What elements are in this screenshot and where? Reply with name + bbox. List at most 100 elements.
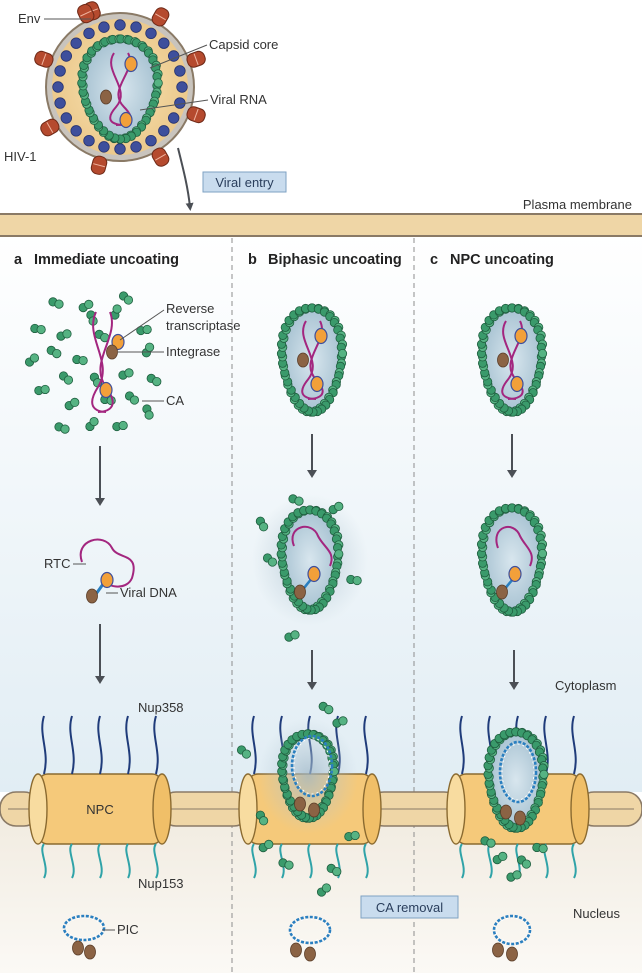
integrase	[106, 344, 118, 360]
reverse-transcriptase	[124, 55, 138, 73]
integrase	[304, 946, 316, 962]
nup358-filament	[251, 715, 257, 775]
panel-b-title: Biphasic uncoating	[268, 252, 402, 268]
nup358-filament	[41, 715, 47, 775]
matrix-protein	[145, 27, 157, 40]
matrix-protein	[83, 134, 95, 147]
capsid-c	[476, 303, 548, 417]
reverse-transcriptase	[119, 111, 133, 129]
nup153-filament	[41, 843, 47, 879]
capsid-core-leader	[149, 44, 208, 69]
arrow-b-1-head	[307, 470, 317, 478]
integrase	[72, 940, 84, 956]
panel-a-title: Immediate uncoating	[34, 252, 179, 268]
nup358-filament	[363, 715, 369, 775]
reverse-transcriptase	[310, 375, 324, 393]
pic-b	[288, 915, 332, 962]
integrase	[84, 944, 96, 960]
integrase	[492, 942, 504, 958]
integrase	[514, 810, 526, 826]
pic	[62, 914, 106, 960]
dna-b-pore	[290, 734, 334, 798]
matrix-protein	[98, 21, 110, 33]
panel-c-title: NPC uncoating	[450, 252, 554, 268]
nup153-label: Nup153	[138, 876, 184, 891]
nup153-filament	[363, 843, 369, 879]
matrix-protein	[54, 65, 66, 77]
matrix-protein	[130, 141, 142, 153]
viral-entry-box	[202, 171, 287, 193]
nup358-label: Nup358	[138, 700, 184, 715]
matrix-protein	[174, 65, 186, 77]
nup153-filament	[69, 843, 75, 879]
ca-label: CA	[166, 393, 184, 408]
nup153-filament	[125, 843, 131, 879]
env-label: Env	[18, 11, 41, 26]
hiv-label: HIV-1	[4, 149, 37, 164]
rtc	[79, 538, 135, 604]
panel-b-biphasic	[255, 303, 362, 962]
env-spike	[77, 3, 95, 24]
nuclear-envelope: NPC	[0, 701, 642, 897]
env-spike	[151, 147, 170, 167]
integrase	[308, 802, 320, 818]
integrase	[497, 352, 509, 368]
integrase	[500, 804, 512, 820]
matrix-protein	[52, 81, 64, 93]
nup153-filament	[153, 843, 159, 879]
panel-c-letter: c	[430, 252, 438, 268]
env-spike	[34, 50, 54, 68]
hiv-virion	[34, 1, 206, 175]
pic-c-dna	[492, 914, 532, 946]
nup358-filament	[571, 715, 577, 775]
viral-rna-label: Viral RNA	[210, 92, 267, 107]
plasma-membrane	[0, 213, 642, 237]
panel-c-npc	[476, 303, 548, 962]
pic-b-dna	[288, 915, 332, 945]
panel-a-immediate	[24, 291, 162, 960]
matrix-protein	[176, 81, 188, 93]
nup153-filament	[97, 843, 103, 879]
env-spike	[90, 155, 108, 175]
matrix-protein	[54, 97, 66, 109]
panel-a-letter: a	[14, 252, 23, 268]
pic-label: PIC	[117, 922, 139, 937]
matrix-protein	[158, 37, 170, 49]
reverse-transcriptase	[514, 327, 528, 345]
matrix-protein	[114, 19, 126, 31]
matrix-protein	[60, 112, 73, 124]
arrow-c-2-head	[509, 682, 519, 690]
ca-removal-box	[360, 895, 459, 919]
nup153-filament	[459, 843, 465, 879]
plasma-membrane-label: Plasma membrane	[523, 197, 632, 212]
npc-label: NPC	[86, 802, 113, 817]
reverse-transcriptase	[99, 381, 113, 399]
viral-rna-leader	[139, 99, 209, 111]
env-spike	[151, 7, 170, 27]
integrase	[290, 942, 302, 958]
rtc-rna-b	[291, 526, 333, 567]
arrow-a-1-head	[95, 498, 105, 506]
arrow-b-2-head	[307, 682, 317, 690]
matrix-protein	[158, 125, 170, 137]
reverse-transcriptase	[100, 571, 114, 589]
nup153-filament	[571, 843, 577, 879]
reverse-transcriptase	[510, 375, 524, 393]
integrase	[294, 584, 306, 600]
env-spike	[186, 50, 206, 68]
matrix-protein	[70, 37, 82, 49]
entry-arrow	[177, 147, 194, 211]
capsid-b-docked	[236, 701, 360, 897]
integrase	[100, 89, 112, 105]
pic-dna	[62, 914, 106, 942]
reverse-leader	[119, 309, 165, 341]
matrix-protein	[114, 143, 126, 155]
integrase	[496, 584, 508, 600]
nup358-filament	[97, 715, 103, 775]
reverse-transcriptase	[508, 565, 522, 583]
arrow-c-1-head	[507, 470, 517, 478]
npc-a	[28, 715, 172, 879]
capsid-b-uncoating	[276, 505, 344, 615]
pic-c	[492, 914, 532, 962]
